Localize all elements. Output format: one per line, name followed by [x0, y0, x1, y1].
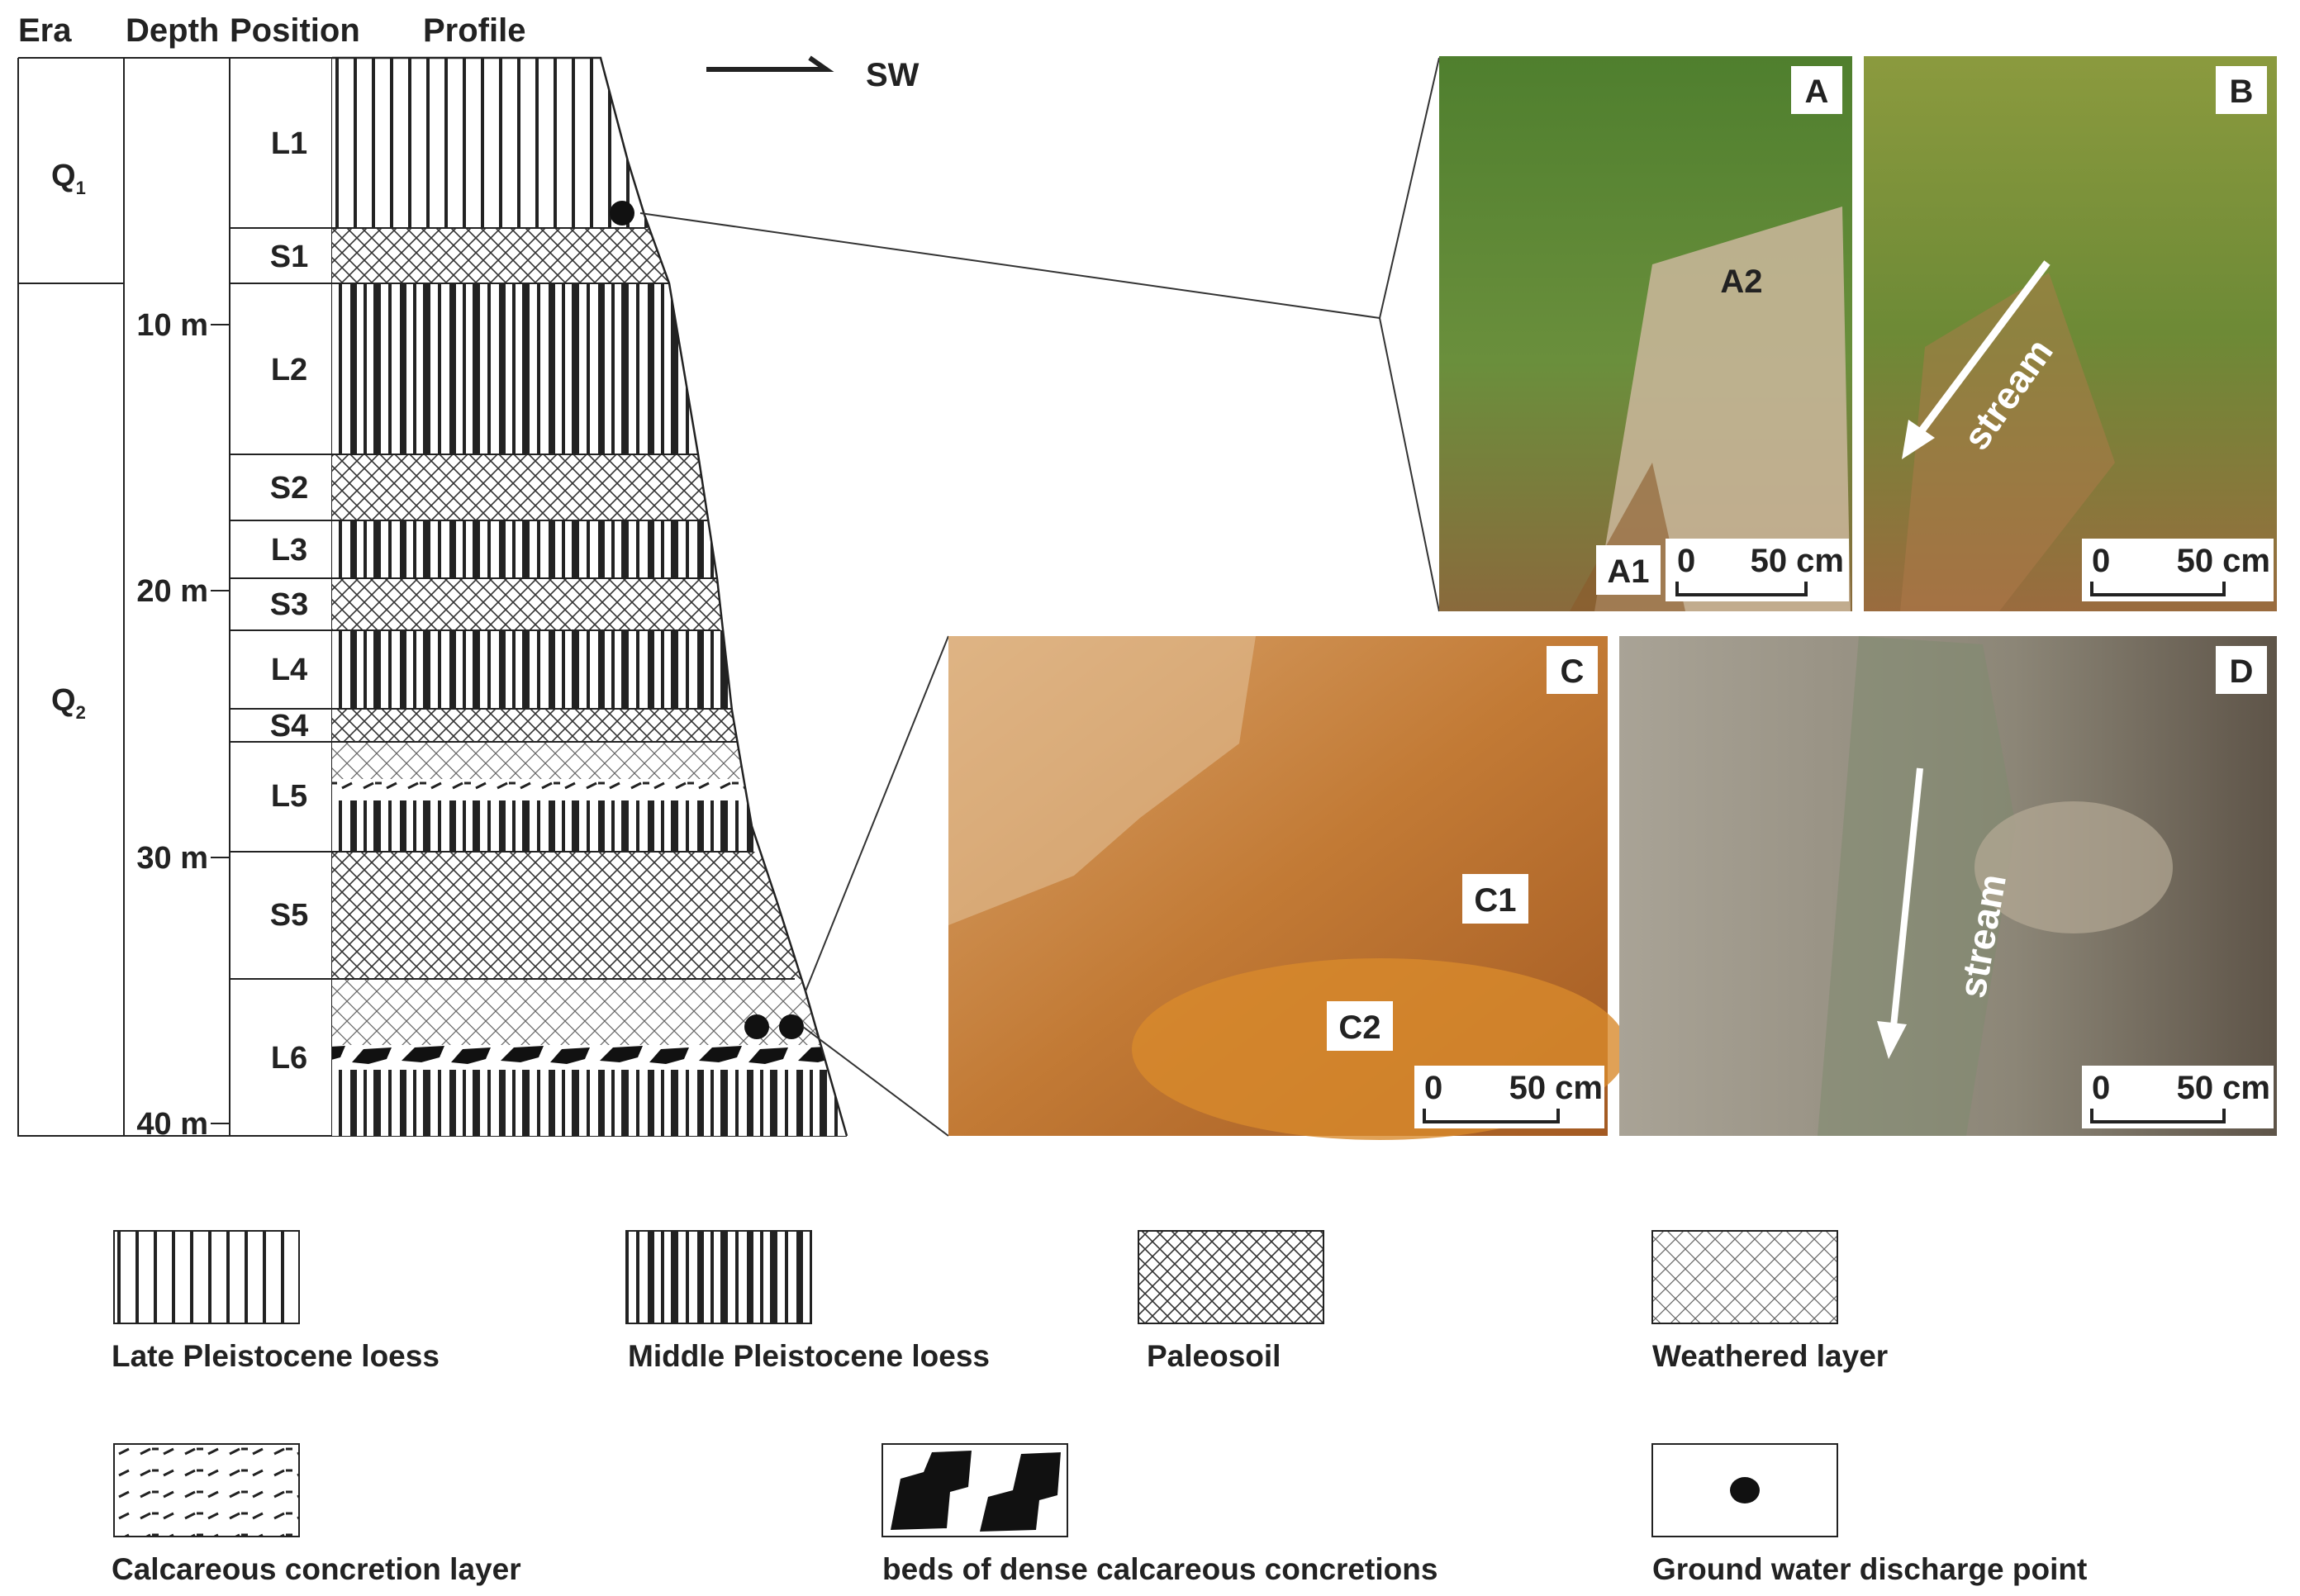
discharge-point-l6-a [744, 1014, 769, 1039]
layer-label-s4: S4 [270, 709, 308, 743]
legend-swatch-calcareous [113, 1443, 300, 1537]
photo-c-scale-label: 50 cm [1509, 1070, 1603, 1106]
photo-c-mark-c2: C2 [1338, 1009, 1380, 1046]
photo-a-tag: A [1805, 74, 1829, 110]
photo-d-scale-zero: 0 [2092, 1070, 2110, 1106]
legend-label-calcareous: Calcareous concretion layer [112, 1552, 521, 1586]
depth-tick-20: 20 m [136, 574, 208, 609]
layer-label-l4: L4 [271, 653, 307, 687]
layer-l1-fill [332, 58, 847, 228]
photo-b-tag: B [2230, 74, 2254, 110]
layer-s3-fill [332, 578, 847, 630]
photo-d-scale-label: 50 cm [2177, 1070, 2270, 1106]
photo-d-scale-bar [2090, 1109, 2226, 1123]
layer-boundaries [230, 227, 795, 980]
direction-label: SW [866, 57, 920, 93]
legend-label-weathered: Weathered layer [1652, 1339, 1888, 1373]
photo-d-tag: D [2230, 653, 2254, 690]
profile-layers [332, 58, 847, 1136]
photo-b-scale-zero: 0 [2092, 543, 2110, 579]
photo-d: D stream 0 50 cm [1619, 636, 2277, 1136]
legend-discharge-dot [1730, 1477, 1760, 1503]
layer-l5-weathered-fill [332, 742, 847, 779]
layer-label-s5: S5 [270, 898, 308, 933]
layer-s2-fill [332, 454, 847, 520]
header-profile: Profile [423, 12, 525, 49]
leader-lines [639, 57, 1440, 1137]
legend-swatch-middle-loess [625, 1230, 812, 1324]
layer-l3-fill [332, 520, 847, 578]
legend-dense-blocks [891, 1451, 1061, 1532]
legend-label-late-loess: Late Pleistocene loess [112, 1339, 440, 1373]
depth-tick-10: 10 m [136, 308, 208, 343]
photo-b-scale-bar [2090, 582, 2226, 596]
legend-swatch-late-loess [113, 1230, 300, 1324]
layer-l6-dense-fill [332, 1045, 847, 1070]
photo-c-tag: C [1561, 653, 1585, 690]
depth-tick-30: 30 m [136, 841, 208, 876]
header-era: Era [18, 12, 72, 49]
legend-label-middle-loess: Middle Pleistocene loess [628, 1339, 990, 1373]
photo-c-mark-c1: C1 [1474, 882, 1516, 919]
legend-label-paleosoil: Paleosoil [1147, 1339, 1281, 1373]
header-position: Position [230, 12, 360, 49]
photo-a-scale-bar [1675, 582, 1808, 596]
depth-tick-40: 40 m [136, 1107, 208, 1142]
photo-a-scale-label: 50 cm [1751, 543, 1844, 579]
layer-label-s1: S1 [270, 240, 308, 274]
photo-c: C C1 C2 0 50 cm [948, 636, 1628, 1140]
discharge-point-l6-b [779, 1014, 804, 1039]
legend-swatch-paleosoil [1138, 1230, 1324, 1324]
layer-l2-fill [332, 283, 847, 454]
layer-s4-fill [332, 709, 847, 742]
photo-d-stream-arrow [1889, 767, 1923, 1043]
layer-label-l5: L5 [271, 779, 307, 814]
era-q1: Q1 [51, 159, 86, 198]
depth-axis [211, 324, 230, 1124]
layer-s1-fill [332, 228, 847, 283]
photo-a: A A2 A1 0 50 cm [1439, 56, 1852, 611]
photo-c-scale-zero: 0 [1424, 1070, 1442, 1106]
discharge-point-l1 [610, 201, 634, 226]
photo-a-mark-a1: A1 [1607, 553, 1649, 590]
layer-label-l6: L6 [271, 1041, 307, 1076]
layer-l6-loess-fill [332, 1070, 847, 1136]
photo-b-stream-arrow [1907, 260, 2051, 449]
layer-s5-fill [332, 852, 847, 979]
photo-a-scale-zero: 0 [1677, 543, 1695, 579]
photo-b-scale-label: 50 cm [2177, 543, 2270, 579]
photo-c-scale-bar [1423, 1109, 1560, 1123]
layer-l6-weathered-fill [332, 979, 847, 1045]
layer-label-l3: L3 [271, 533, 307, 568]
layer-label-l2: L2 [271, 353, 307, 387]
legend-swatch-weathered [1651, 1230, 1838, 1324]
photo-a-mark-a2: A2 [1720, 264, 1762, 300]
layer-label-s2: S2 [270, 471, 308, 506]
era-q2: Q2 [51, 683, 86, 723]
legend: Late Pleistocene loess Middle Pleistocen… [112, 1230, 2087, 1586]
layer-l5-loess-fill [332, 800, 847, 852]
layer-label-s3: S3 [270, 587, 308, 622]
photo-b: B stream 0 50 cm [1864, 56, 2277, 611]
profile-outline [332, 56, 848, 1137]
layer-l5-calcareous-fill [332, 779, 847, 800]
layer-l4-fill [332, 630, 847, 709]
header-depth: Depth [126, 12, 219, 49]
legend-label-dense: beds of dense calcareous concretions [882, 1552, 1438, 1586]
legend-label-discharge: Ground water discharge point [1652, 1552, 2087, 1586]
layer-label-l1: L1 [271, 126, 307, 161]
direction-arrow [706, 55, 834, 72]
